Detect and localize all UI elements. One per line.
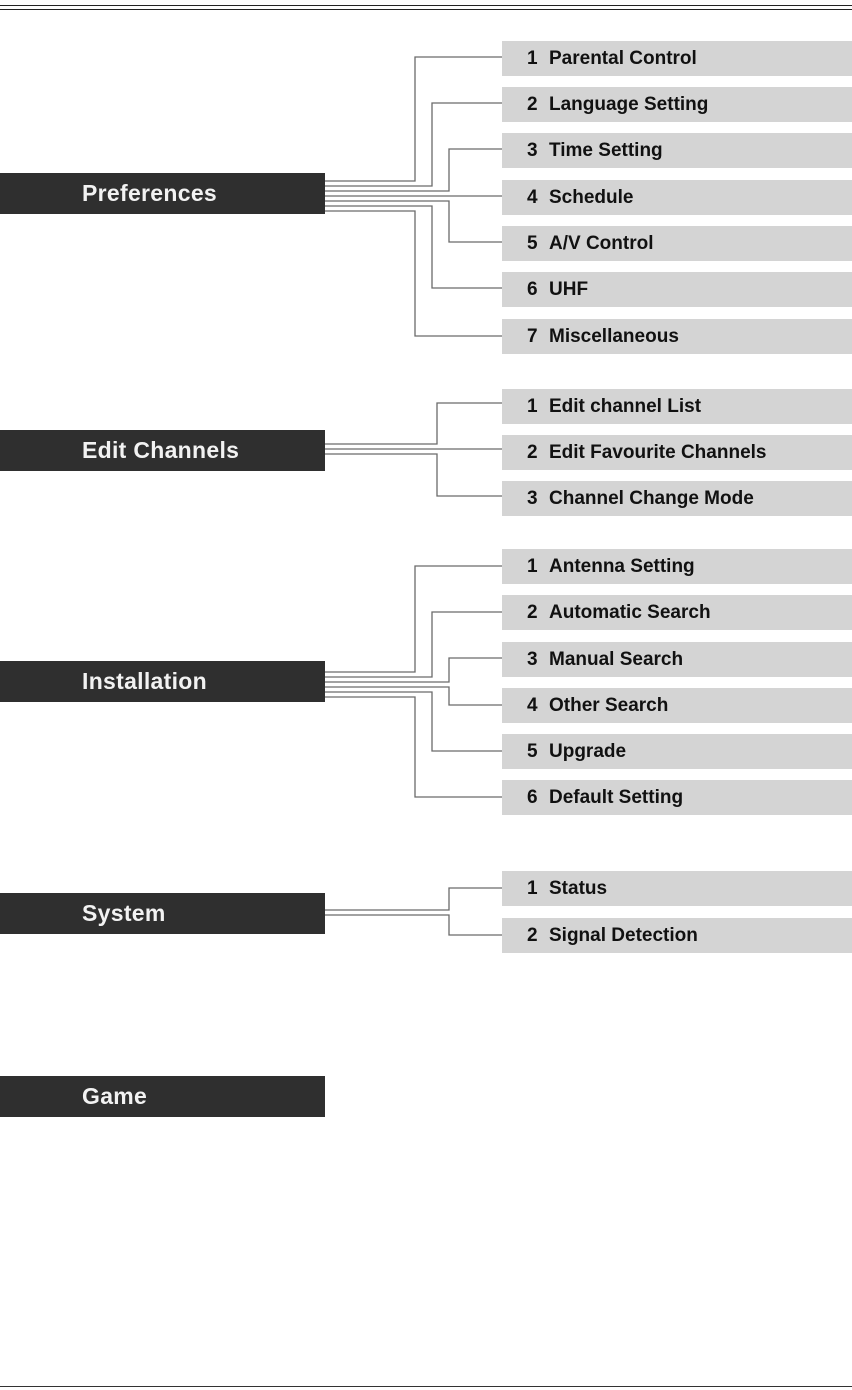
menu-item-automatic-search[interactable]: 2 Automatic Search [502,595,852,630]
item-number: 4 [527,187,538,208]
connector-line [325,914,502,936]
item-label: Edit channel List [549,396,702,417]
connector-line [325,200,502,243]
item-number: 1 [527,556,538,577]
connector-line [325,402,502,445]
item-number: 2 [527,442,538,463]
menu-item-parental-control[interactable]: 1 Parental Control [502,41,852,76]
item-label: Schedule [549,187,634,208]
menu-item-upgrade[interactable]: 5 Upgrade [502,734,852,769]
item-label: Time Setting [549,140,663,161]
item-label: Default Setting [549,787,684,808]
item-number: 3 [527,649,538,670]
item-label: Miscellaneous [549,326,679,347]
category-installation[interactable]: Installation [0,661,325,702]
connector-line [325,887,502,911]
item-label: Antenna Setting [549,556,695,577]
menu-item-status[interactable]: 1 Status [502,871,852,906]
item-label: Manual Search [549,649,684,670]
connector-line [325,453,502,497]
connector-line [325,56,502,182]
item-label: Edit Favourite Channels [549,442,767,463]
item-label: Signal Detection [549,925,698,946]
connector-line [325,696,502,798]
item-label: Other Search [549,695,669,716]
connector-line [325,210,502,337]
item-number: 6 [527,279,538,300]
connector-line [325,148,502,192]
connector-line [325,565,502,673]
menu-item-channel-change-mode[interactable]: 3 Channel Change Mode [502,481,852,516]
connector-line [325,205,502,289]
connector-line [325,686,502,706]
category-preferences[interactable]: Preferences [0,173,325,214]
item-label: Parental Control [549,48,697,69]
item-number: 1 [527,878,538,899]
menu-item-language-setting[interactable]: 2 Language Setting [502,87,852,122]
item-label: Upgrade [549,741,627,762]
item-number: 2 [527,602,538,623]
top-rule [0,5,852,6]
item-label: A/V Control [549,233,654,254]
category-system[interactable]: System [0,893,325,934]
item-number: 4 [527,695,538,716]
item-number: 6 [527,787,538,808]
menu-item-miscellaneous[interactable]: 7 Miscellaneous [502,319,852,354]
top-rule-inner [0,9,852,10]
connector-line [325,102,502,187]
menu-item-time-setting[interactable]: 3 Time Setting [502,133,852,168]
item-number: 2 [527,94,538,115]
item-label: UHF [549,279,589,300]
menu-item-av-control[interactable]: 5 A/V Control [502,226,852,261]
item-number: 7 [527,326,538,347]
item-label: Language Setting [549,94,709,115]
menu-item-uhf[interactable]: 6 UHF [502,272,852,307]
menu-item-manual-search[interactable]: 3 Manual Search [502,642,852,677]
menu-item-edit-channel-list[interactable]: 1 Edit channel List [502,389,852,424]
item-label: Automatic Search [549,602,711,623]
menu-item-edit-favourite-channels[interactable]: 2 Edit Favourite Channels [502,435,852,470]
item-number: 1 [527,396,538,417]
item-number: 2 [527,925,538,946]
connector-line [325,611,502,678]
item-number: 3 [527,488,538,509]
connector-line [325,657,502,683]
category-game[interactable]: Game [0,1076,325,1117]
menu-item-antenna-setting[interactable]: 1 Antenna Setting [502,549,852,584]
connector-line [325,691,502,752]
menu-item-default-setting[interactable]: 6 Default Setting [502,780,852,815]
bottom-rule [0,1386,852,1387]
item-number: 5 [527,233,538,254]
menu-item-signal-detection[interactable]: 2 Signal Detection [502,918,852,953]
menu-item-other-search[interactable]: 4 Other Search [502,688,852,723]
item-number: 5 [527,741,538,762]
item-number: 3 [527,140,538,161]
menu-item-schedule[interactable]: 4 Schedule [502,180,852,215]
item-label: Channel Change Mode [549,488,754,509]
item-number: 1 [527,48,538,69]
category-edit-channels[interactable]: Edit Channels [0,430,325,471]
item-label: Status [549,878,608,899]
